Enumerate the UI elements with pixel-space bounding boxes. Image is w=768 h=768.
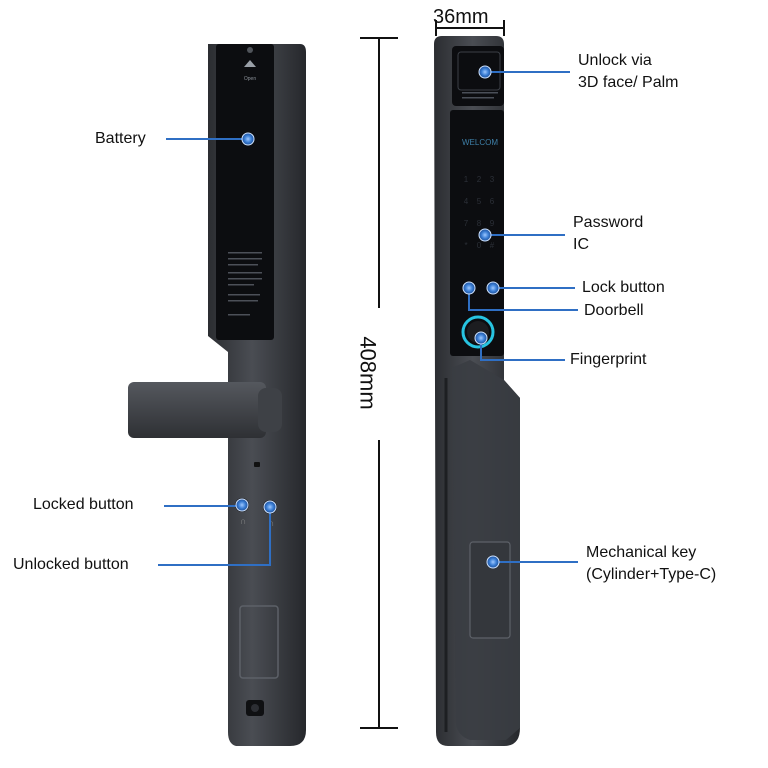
bottom-screw-head [251, 704, 259, 712]
unlocked-callout-line [158, 508, 271, 566]
camera-print [462, 92, 498, 99]
doorbell-dot [462, 281, 476, 295]
inner-panel: Open ∩ ∩ [128, 44, 306, 746]
callout-dots [235, 65, 500, 569]
battery-dot [241, 132, 255, 146]
inner-handle-neck [258, 388, 282, 432]
keypad-key-8[interactable]: 8 [477, 219, 482, 228]
unlock-face-label-line2: 3D face/ Palm [578, 74, 679, 91]
keypad-key-9[interactable]: 9 [490, 219, 495, 228]
face-camera-dot [478, 65, 492, 79]
locked-symbol-icon: ∩ [240, 516, 246, 526]
dimension-lines [360, 20, 505, 729]
unlocked-button-dot [263, 500, 277, 514]
keypad-key-11[interactable]: 0 [477, 241, 482, 250]
keypad-key-10[interactable]: * [464, 241, 467, 250]
inner-handle [128, 382, 266, 438]
keypad-key-7[interactable]: 7 [464, 219, 469, 228]
keypad-key-2[interactable]: 2 [477, 175, 482, 184]
lock-button-dot [486, 281, 500, 295]
mech-key-label-line2: (Cylinder+Type-C) [586, 566, 717, 583]
password-label-line1: Password [573, 214, 644, 231]
outer-key-cover [469, 541, 511, 639]
battery-label: Battery [95, 130, 146, 147]
keypad-key-3[interactable]: 3 [490, 175, 495, 184]
mech-key-label-line1: Mechanical key [586, 544, 697, 561]
unlock-face-label-line1: Unlock via [578, 52, 652, 69]
doorbell-label: Doorbell [584, 302, 644, 319]
keypad-key-4[interactable]: 4 [464, 197, 469, 206]
camera-window [452, 46, 504, 106]
lock-button-label: Lock button [582, 279, 665, 296]
callout-lines [158, 71, 578, 566]
battery-cover-print [228, 252, 262, 316]
mech-key-dot [486, 555, 500, 569]
fingerprint-label: Fingerprint [570, 351, 647, 368]
locked-button-label: Locked button [33, 496, 134, 513]
keypad-key-1[interactable]: 1 [464, 175, 469, 184]
fingerprint-ring [461, 315, 495, 349]
unlocked-symbol-icon: ∩ [268, 518, 274, 528]
width-dimension-label: 36mm [433, 6, 489, 28]
keypad-key-12[interactable]: # [490, 241, 495, 250]
welcome-text: WELCOM [462, 138, 498, 147]
keypad-key-6[interactable]: 6 [490, 197, 495, 206]
keypad-glass [450, 110, 504, 356]
fingerprint-callout-line [480, 338, 565, 361]
open-arrow-icon [244, 60, 256, 67]
battery-cover [216, 44, 274, 340]
password-label-line2: IC [573, 236, 589, 253]
open-label: Open [244, 76, 256, 82]
unlocked-button-label: Unlocked button [13, 556, 129, 573]
inner-key-cover [239, 605, 279, 679]
locked-button-dot [235, 498, 249, 512]
indicator-slot [254, 462, 260, 467]
keypad-key-5[interactable]: 5 [477, 197, 482, 206]
password-dot [478, 228, 492, 242]
fingerprint-dot [474, 331, 488, 345]
doorbell-callout-line [468, 288, 578, 311]
battery-screw-icon [247, 47, 253, 53]
height-dimension-label: 408mm [355, 336, 381, 410]
